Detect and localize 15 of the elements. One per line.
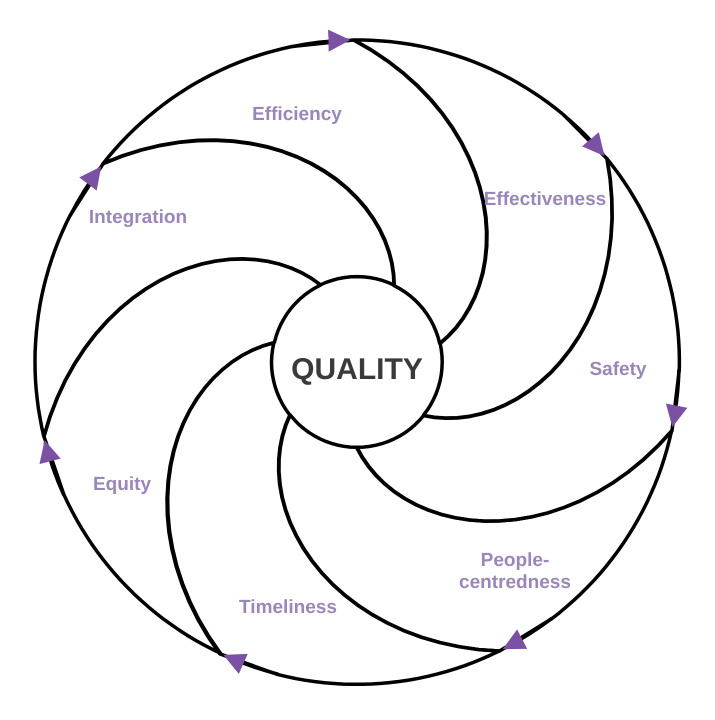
segment-label: Safety: [589, 359, 646, 381]
segment-label: Timeliness: [239, 597, 337, 619]
arrow: [562, 114, 605, 156]
segment-label: People- centredness: [458, 550, 572, 594]
segment-label: Efficiency: [252, 104, 342, 126]
center-title: QUALITY: [291, 353, 423, 387]
segment-label: Effectiveness: [484, 189, 606, 211]
segment-label: Equity: [92, 474, 152, 496]
arrow: [40, 440, 66, 496]
arrow: [665, 369, 688, 428]
arrow: [292, 30, 350, 52]
segment-label: Integration: [88, 207, 188, 229]
arrow: [502, 616, 554, 650]
arrow: [68, 166, 102, 217]
arrow: [223, 653, 279, 676]
